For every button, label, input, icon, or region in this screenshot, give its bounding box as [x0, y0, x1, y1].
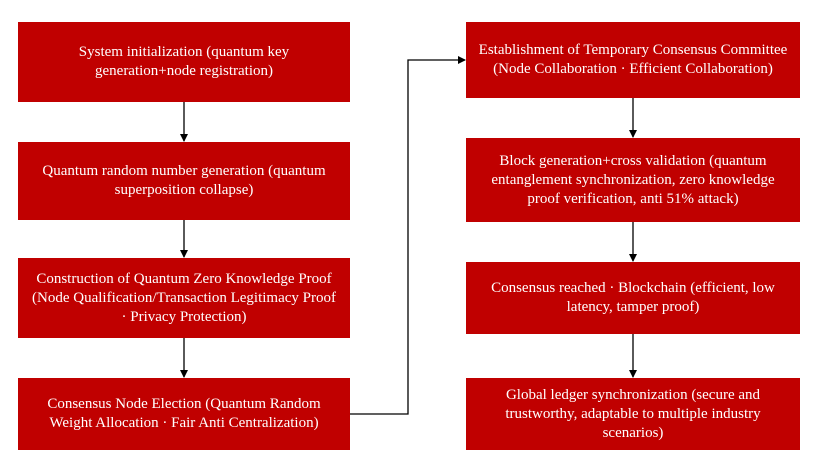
arrow-step4-to-step5 — [350, 56, 466, 415]
step-label: Consensus reached · Blockchain (efficien… — [491, 280, 775, 315]
step-label: Establishment of Temporary Consensus Com… — [478, 42, 788, 77]
step-consensus-node-election: Consensus Node Election (Quantum Random … — [18, 378, 350, 450]
step-label: Consensus Node Election (Quantum Random … — [47, 396, 321, 431]
step-label: Quantum random number generation (quantu… — [42, 163, 326, 198]
step-label: Block generation+cross validation (quant… — [491, 152, 775, 207]
step-system-initialization: System initialization (quantum key gener… — [18, 22, 350, 102]
step-global-ledger-synchronization: Global ledger synchronization (secure an… — [466, 378, 800, 450]
step-temporary-consensus-committee: Establishment of Temporary Consensus Com… — [466, 22, 800, 98]
step-zero-knowledge-proof: Construction of Quantum Zero Knowledge P… — [18, 258, 350, 338]
step-label: System initialization (quantum key gener… — [78, 44, 290, 79]
step-block-generation-cross-validation: Block generation+cross validation (quant… — [466, 138, 800, 222]
step-label: Global ledger synchronization (secure an… — [505, 386, 761, 441]
step-label: Construction of Quantum Zero Knowledge P… — [32, 270, 336, 325]
step-quantum-random-number-generation: Quantum random number generation (quantu… — [18, 142, 350, 220]
step-consensus-reached: Consensus reached · Blockchain (efficien… — [466, 262, 800, 334]
